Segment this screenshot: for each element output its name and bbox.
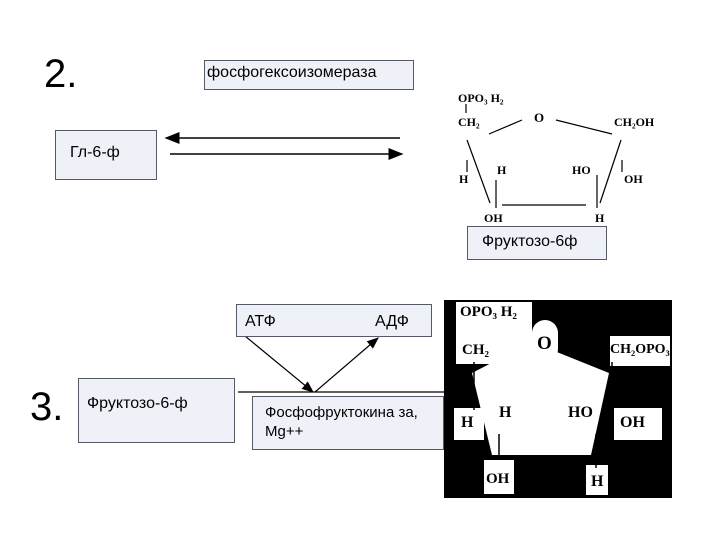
- product-label-fructose-6p: Фруктозо-6ф: [482, 233, 578, 250]
- fbp-c3-h: H: [499, 404, 512, 421]
- substrate-box-fructose-6p: Фруктозо-6-ф: [78, 378, 235, 443]
- fbp-ring: [454, 302, 670, 495]
- f6p-c1: CH₂: [458, 115, 480, 129]
- fbp-structure: OPO₃ H₂ CH₂ O CH₂OPO₃ H H HO OH OH H: [444, 300, 672, 498]
- enzyme-label-isomerase: фосфогексоизомераза: [207, 64, 377, 81]
- fbp-c1-group: OPO₃ H₂: [460, 304, 517, 320]
- enzyme-box-pfk: Фосфофруктокина за, Mg++: [252, 396, 444, 450]
- f6p-c6: CH₂OH: [614, 115, 655, 129]
- substrate-label-glucose-6p: Гл-6-ф: [70, 144, 120, 161]
- fbp-c2-h: H: [461, 414, 474, 431]
- step-2-number: 2.: [44, 52, 78, 96]
- f6p-c5-oh: OH: [624, 172, 643, 186]
- fbp-c3-oh: OH: [486, 471, 510, 487]
- enzyme-label-pfk: Фосфофруктокина за, Mg++: [265, 404, 418, 440]
- step-3-number: 3.: [30, 385, 64, 429]
- f6p-c4-ho: HO: [572, 163, 591, 177]
- f6p-ring-oxygen: O: [534, 110, 545, 125]
- fbp-c1: CH₂: [462, 342, 489, 358]
- fbp-c4-ho: HO: [568, 404, 593, 421]
- cofactor-box: АТФ АДФ: [236, 304, 432, 337]
- fbp-c4-h: H: [591, 473, 604, 490]
- f6p-c2-h: H: [459, 172, 469, 186]
- fbp-c6: CH₂OPO₃: [610, 342, 670, 357]
- fructose-ring: [465, 104, 623, 208]
- substrate-box-glucose-6p: Гл-6-ф: [55, 130, 157, 180]
- f6p-c3-h: H: [497, 163, 507, 177]
- fbp-c5-oh: OH: [620, 414, 645, 431]
- adp-label: АДФ: [375, 313, 409, 330]
- adp-arrow: [314, 337, 379, 393]
- atp-arrow: [244, 335, 314, 393]
- fbp-ring-oxygen: O: [537, 333, 552, 354]
- f6p-c3-oh: OH: [484, 211, 503, 225]
- atp-label: АТФ: [245, 313, 276, 330]
- enzyme-box-isomerase: фосфогексоизомераза: [204, 60, 414, 90]
- f6p-c4-h: H: [595, 211, 605, 225]
- substrate-label-fructose-6p: Фруктозо-6-ф: [87, 395, 188, 412]
- product-box-fructose-6p: Фруктозо-6ф: [467, 226, 607, 260]
- f6p-c1-group: OPO₃ H₂: [458, 91, 504, 105]
